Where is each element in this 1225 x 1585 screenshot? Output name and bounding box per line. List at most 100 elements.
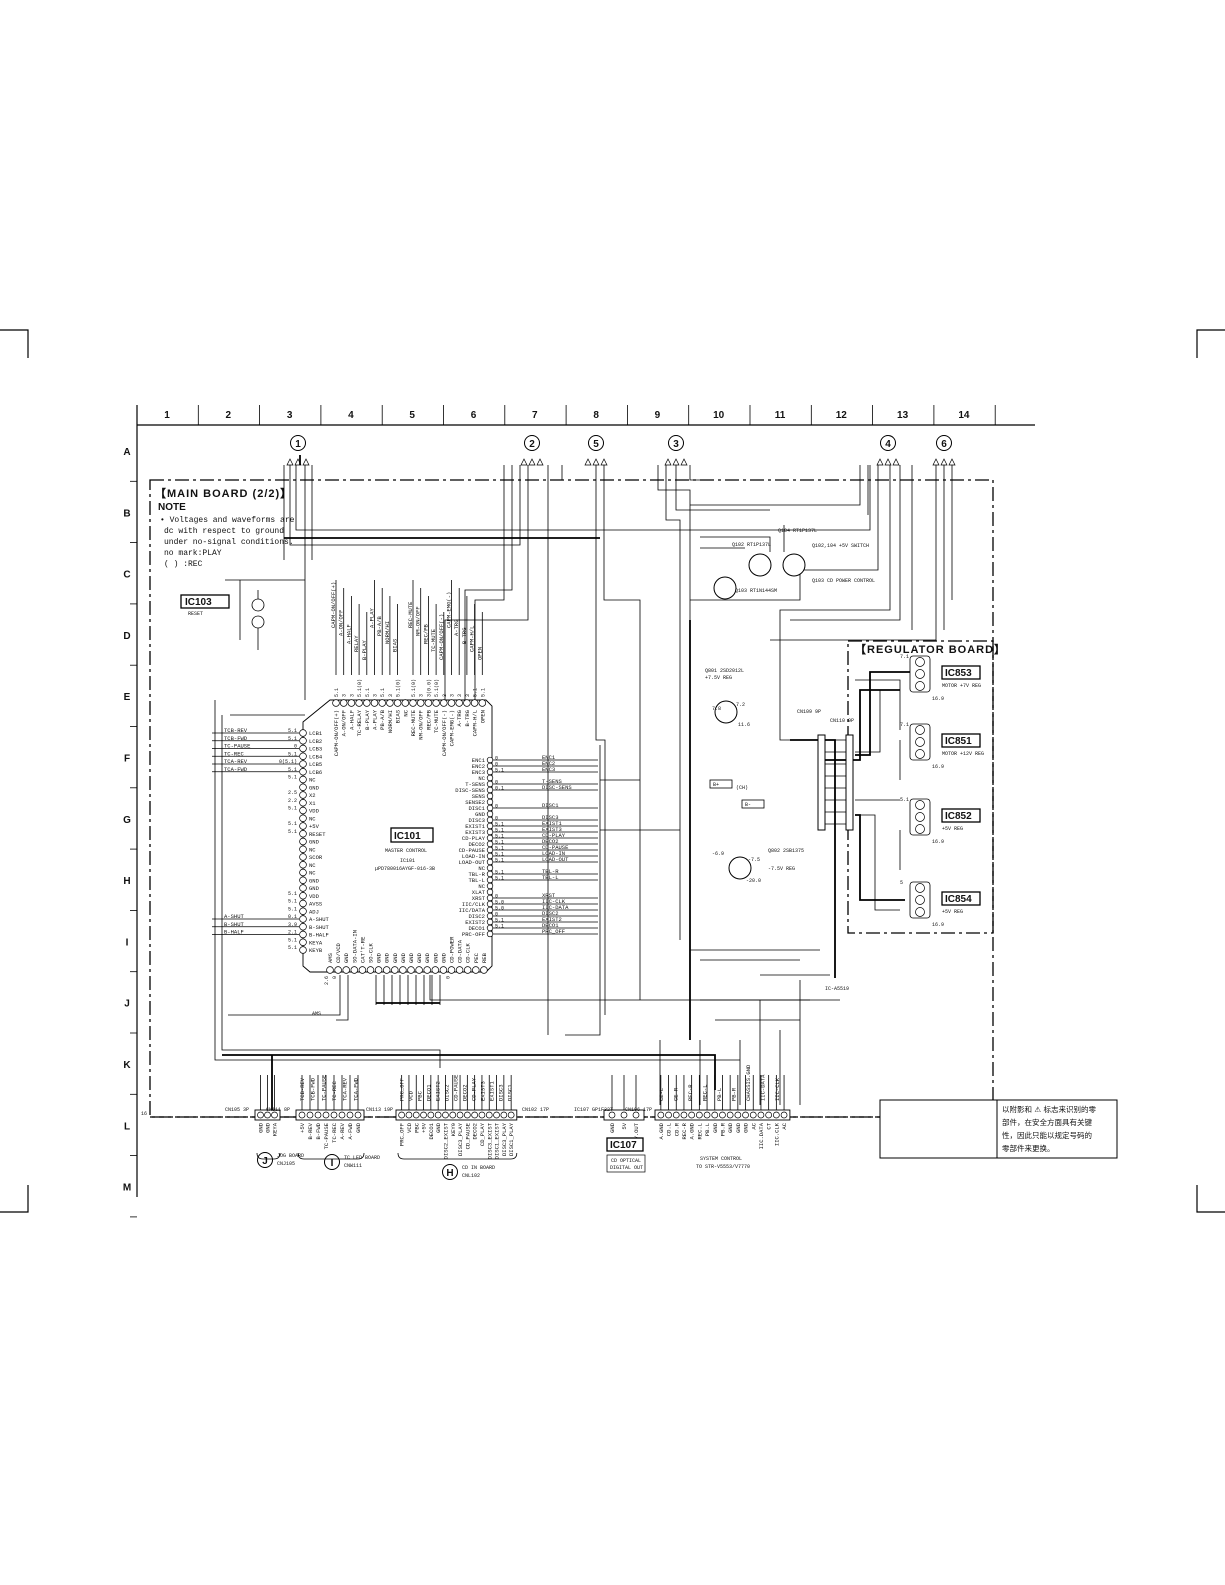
ic101-pin-label: LOAD-OUT: [459, 859, 486, 866]
connector-pin-label: DISC1_EXIST: [494, 1122, 501, 1159]
connector-arrow-icon: [932, 458, 940, 466]
connector-pin: [434, 1111, 442, 1119]
signal-wire-label: EXIST2: [542, 916, 562, 923]
connector-wire-label: DECO2: [462, 1084, 469, 1101]
wires: [214, 455, 953, 1110]
ic101-pin: [299, 876, 307, 884]
connector-pin-label: TC-PAUSE: [323, 1122, 330, 1149]
connector-pin: [507, 1111, 515, 1119]
ic101-pin: [486, 834, 494, 842]
board-letter: H: [446, 1168, 453, 1179]
q102-104-desc: Q102,104 +5V SWITCH: [812, 543, 869, 549]
signal-wire-label: ENC3: [542, 766, 555, 773]
ic101-pin-label: VDD: [309, 808, 320, 815]
regulator-vout: 7.1: [900, 654, 909, 660]
pin-voltage: 2.2: [288, 798, 297, 804]
ic101-pin-label: PEC: [473, 952, 480, 963]
note-line: ( ) :REC: [164, 560, 203, 569]
ic101-pin-label: GND: [400, 952, 407, 963]
ic101-pin: [486, 876, 494, 884]
signal-wire-label: BIAS: [392, 638, 399, 652]
ic101-pin: [472, 966, 480, 974]
signal-wire-label: REC/PB: [422, 623, 429, 644]
connector-pin: [338, 1111, 346, 1119]
ic101-pin: [486, 912, 494, 920]
pin-voltage: 5.1: [288, 906, 297, 912]
pin-voltage: 5.1: [288, 829, 297, 835]
grid-row-label: K: [123, 1060, 131, 1071]
note-title: NOTE: [158, 502, 186, 513]
pin-voltage: 5.1: [288, 775, 297, 781]
ic101-pin: [391, 966, 399, 974]
ic101-pin: [393, 699, 402, 707]
signal-wire-label: TBL-L: [542, 874, 559, 881]
ic101-pin: [486, 780, 494, 788]
board-ref: CNJ105: [277, 1161, 295, 1167]
connector-pin-label: 5V: [621, 1122, 628, 1129]
safety-note-line: 以附影和 ⚠ 标志来识别的零: [1002, 1104, 1096, 1114]
ic101-pin-label: IIC/DATA: [459, 907, 486, 914]
connector-wire-label: PB-L: [716, 1088, 723, 1101]
board-name: JOG BOARD: [277, 1153, 304, 1159]
connector-arrow-icon: [948, 458, 956, 466]
connector-wire-label: CE-R: [672, 1087, 679, 1101]
ic101-pin-label: GND: [416, 952, 423, 963]
ic101-pin: [447, 966, 456, 974]
connector-wire-label: TCB-REV: [299, 1077, 306, 1101]
ic101-pin: [486, 888, 494, 896]
board-ref: CNL102: [462, 1173, 480, 1179]
connector-wire-label: CD-PAUSE: [453, 1074, 460, 1101]
regulator-name: IC853: [945, 668, 972, 679]
crop-marks: [0, 329, 1225, 1213]
pin-voltage: 5.1: [495, 918, 504, 924]
regulator-label-box: [941, 665, 981, 680]
signal-wire-label: OPEN: [476, 647, 483, 660]
pin-voltage: 3: [419, 694, 425, 697]
connector-pin: [306, 1111, 314, 1119]
ic101-pin-label: GND: [309, 839, 320, 846]
ic101-pin: [299, 775, 307, 784]
pin-voltage: 0: [495, 912, 498, 918]
connector-wire-label: DISC3: [497, 1084, 504, 1101]
note-line: under no-signal conditions.: [164, 538, 294, 547]
signal-wire-label: EXIST3: [542, 826, 562, 833]
ic101-pin-label: LCB5: [309, 761, 322, 768]
regulator-name: IC851: [945, 736, 972, 747]
ic101-pin-label: DISC3: [468, 817, 485, 824]
connector-pin: [478, 1111, 486, 1119]
pin-voltage: 3: [373, 694, 379, 697]
signal-wire-label: CAPM-ON/OFF(+): [330, 582, 337, 628]
connector-pin-label: VCD: [406, 1122, 413, 1133]
connector-pin: [719, 1111, 726, 1119]
ic101-pin-label: NC: [309, 870, 316, 877]
pin-voltage: 5.0: [495, 900, 504, 906]
regulator-pin: [915, 681, 925, 691]
signal-wire-label: LOAD-OUT: [542, 856, 569, 863]
ic101-pin-label: TC-RELAY: [356, 709, 363, 736]
connector-pin: [298, 1111, 306, 1119]
signal-wire-label: IIC-CLK: [542, 898, 566, 905]
pin-voltage: 5.1: [480, 688, 486, 697]
connector-pin-label: AC: [750, 1122, 757, 1129]
ic101-pin-label: CAPM-EMG(-): [449, 710, 456, 746]
ic101-pin-label: DECO1: [468, 925, 485, 932]
connector-pin-label: A-REV: [339, 1122, 346, 1139]
ic101-pin-label: A-PLAY: [372, 709, 379, 730]
callout-number: 2: [529, 439, 535, 450]
pin-voltage: 5.1: [495, 870, 504, 876]
main-board-frame: [149, 479, 994, 1118]
ic101-pin: [342, 966, 350, 974]
connector-ref: CN102 17P: [522, 1107, 549, 1113]
ic101-pin: [415, 966, 423, 974]
board-letter: J: [262, 1156, 268, 1167]
pin-voltage: 5.1: [288, 899, 297, 905]
ic101-pin: [326, 966, 334, 974]
signal-wire-label: TC-MUTE: [430, 628, 437, 652]
signal-wire-label: LOAD-IN: [542, 850, 565, 857]
signal-wire-label: CD-PAUSE: [542, 844, 569, 851]
ic101-pin: [299, 829, 307, 838]
ic101-pin: [299, 860, 307, 869]
connector-pin: [680, 1111, 688, 1119]
grid-frame: [136, 405, 1035, 1197]
